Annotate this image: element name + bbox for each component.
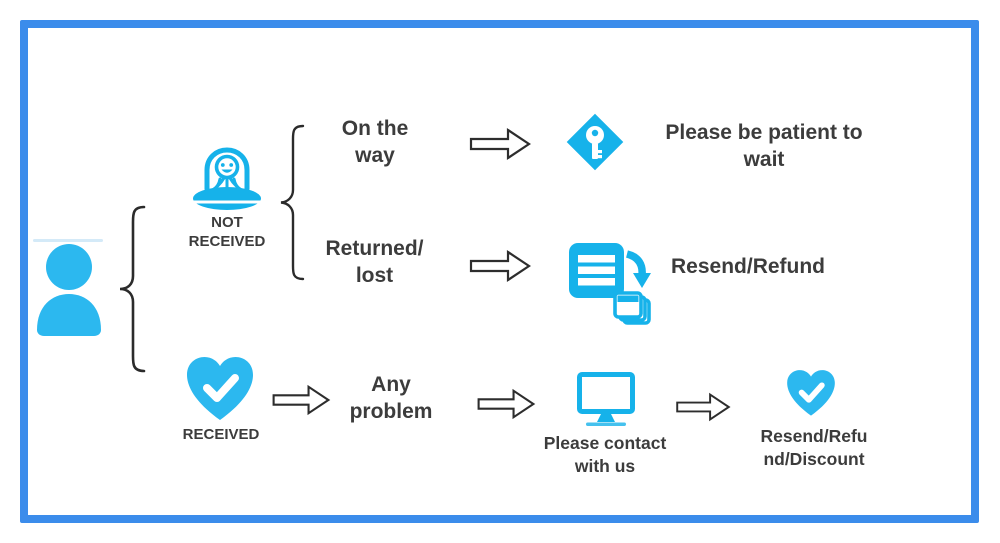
outcome-be-patient: Please be patient to wait — [665, 121, 863, 171]
heart-check-icon — [184, 356, 256, 424]
resend-documents-icon — [568, 240, 652, 326]
alien-ufo-icon — [191, 141, 263, 215]
final-outcome-caption: Resend/Refu nd/Discount — [760, 426, 868, 469]
arrow-right-icon — [467, 126, 533, 162]
arrow-right-icon — [673, 391, 733, 423]
arrow-right-icon — [270, 383, 332, 417]
person-icon — [33, 244, 105, 336]
not-received-label: NOT RECEIVED — [188, 214, 266, 250]
arrow-right-icon — [467, 248, 533, 284]
sub-brace — [278, 124, 308, 281]
key-icon — [563, 110, 627, 174]
received-label: RECEIVED — [182, 426, 260, 443]
condition-returned-lost: Returned/ lost — [325, 237, 424, 287]
outcome-resend-refund: Resend/Refund — [671, 255, 826, 278]
monitor-icon — [577, 372, 635, 426]
heart-check-icon — [785, 369, 837, 419]
contact-caption: Please contact with us — [543, 433, 667, 476]
condition-any-problem: Any problem — [349, 373, 433, 423]
main-brace — [116, 205, 150, 373]
arrow-right-icon — [475, 387, 537, 421]
condition-on-the-way: On the way — [341, 117, 409, 167]
person-topline — [33, 239, 103, 242]
